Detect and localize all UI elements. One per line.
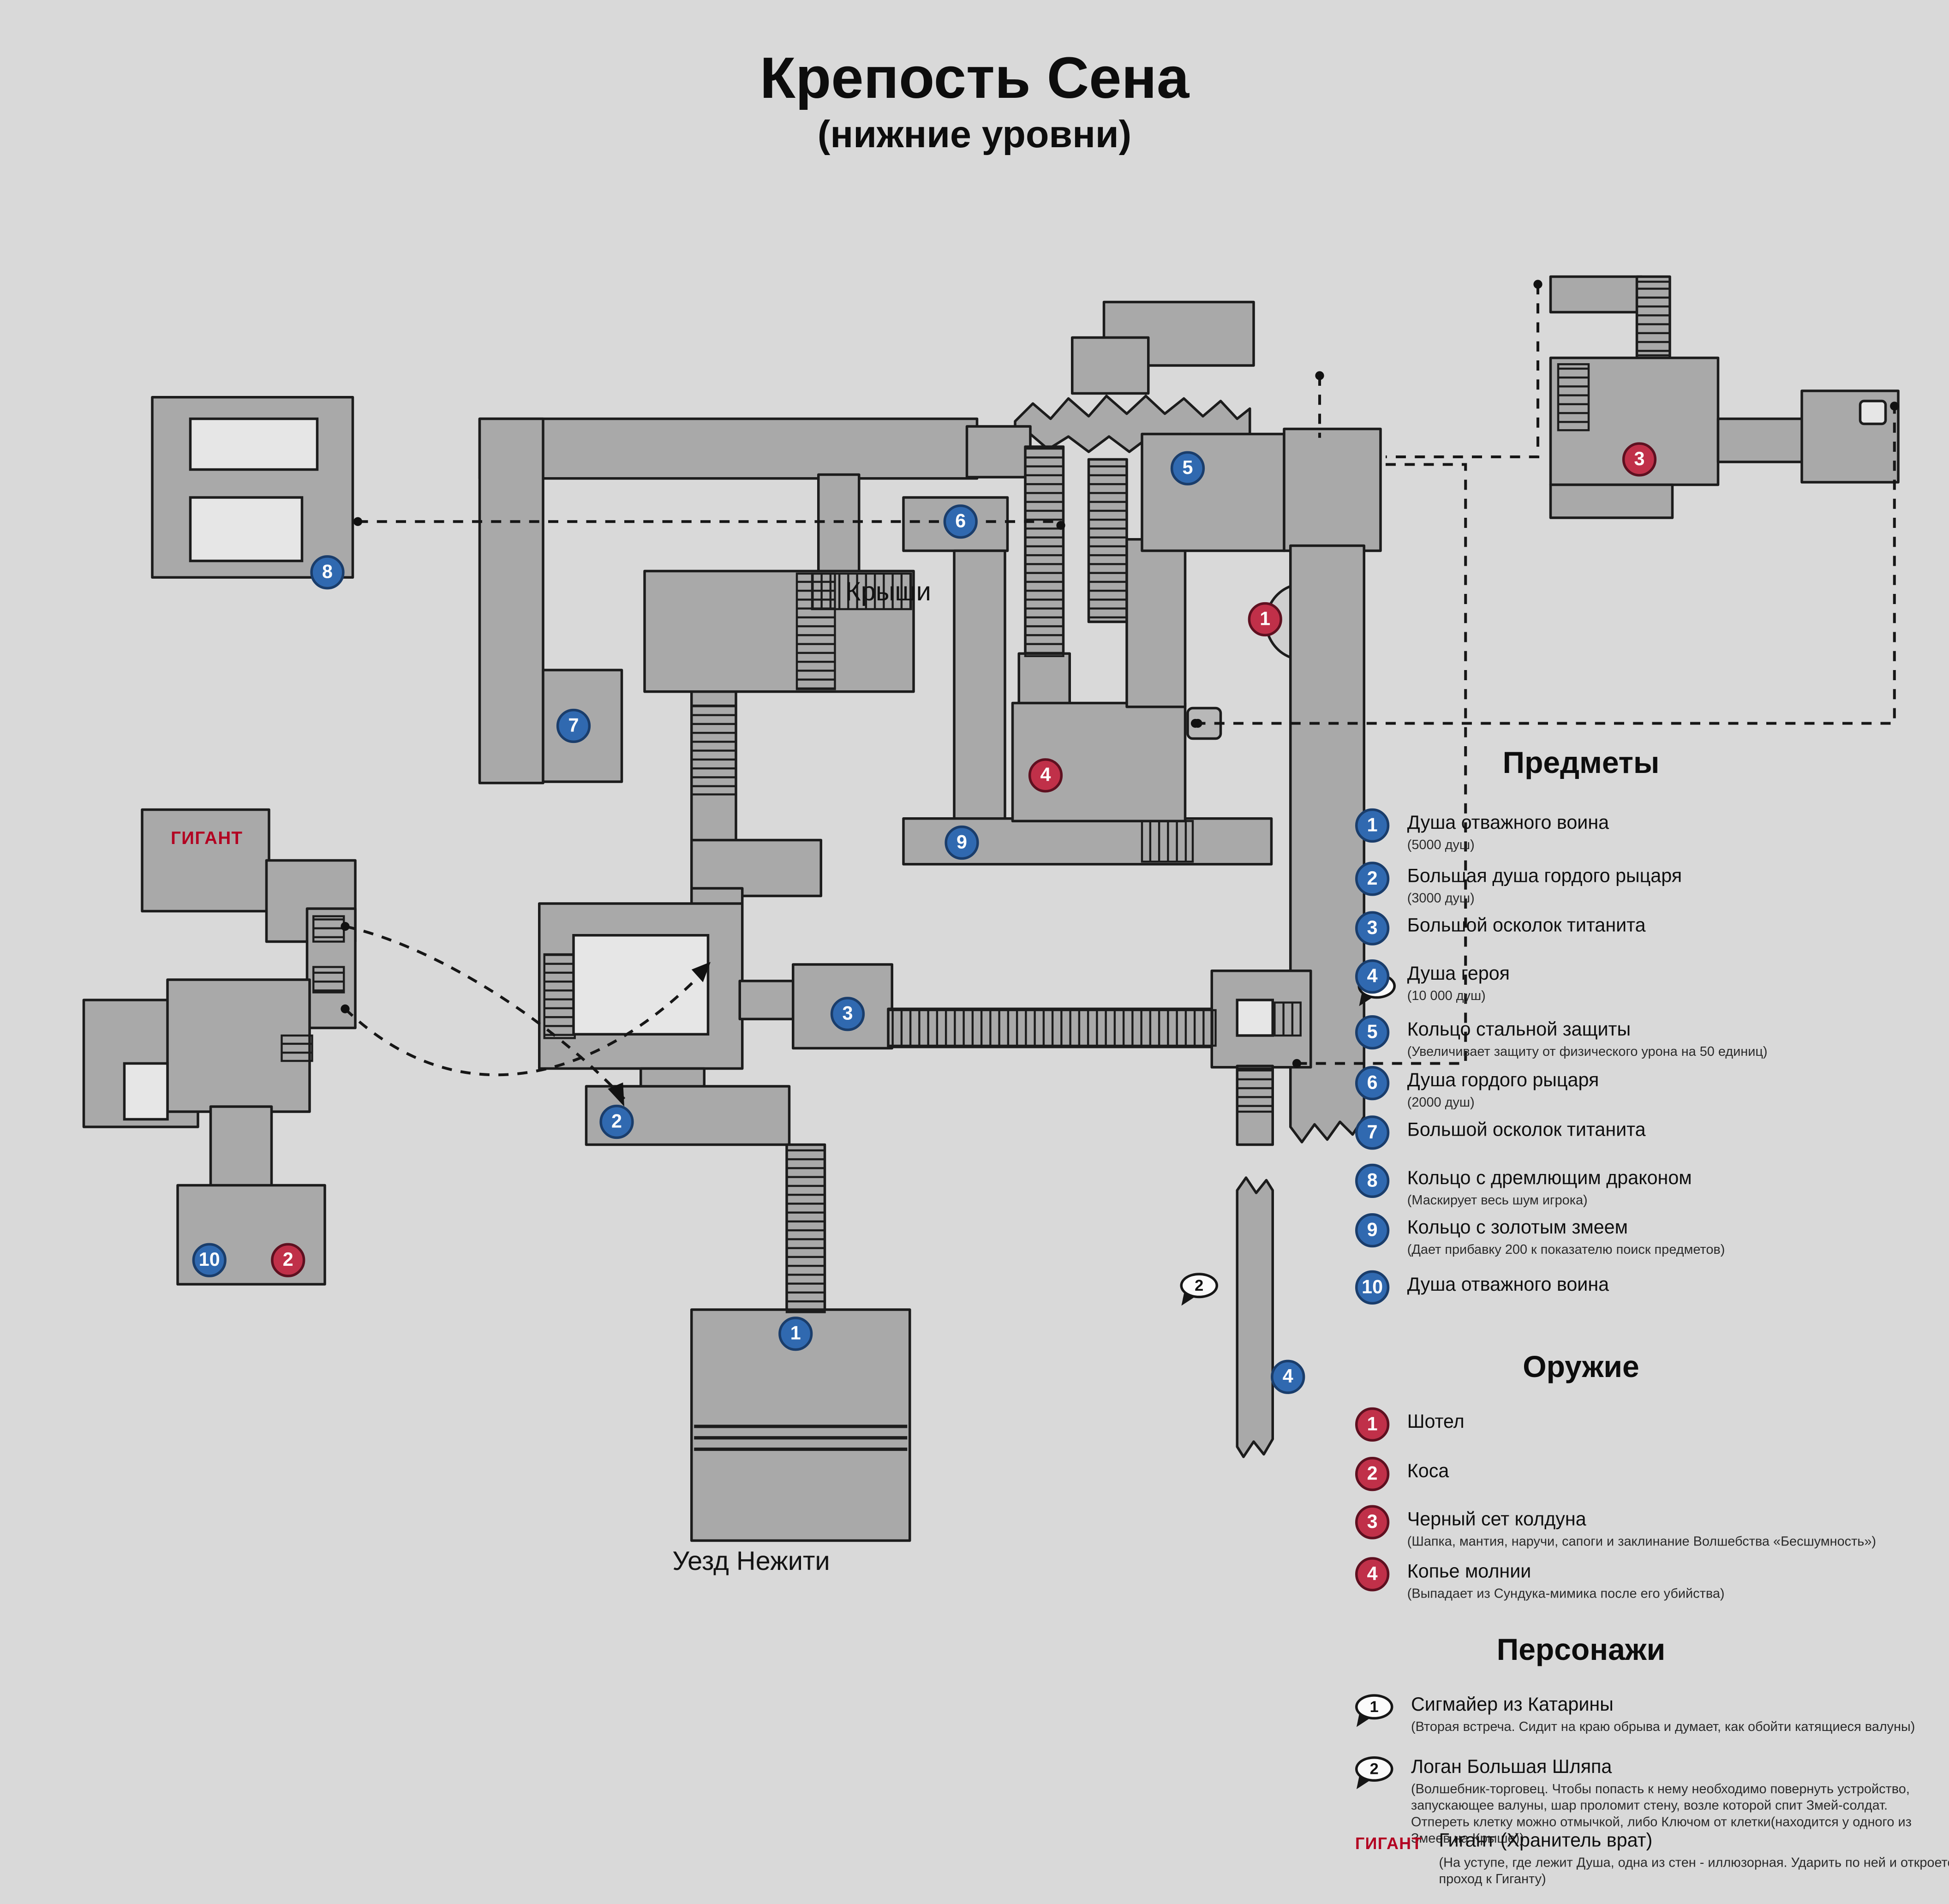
legend-item-row: 7 Большой осколок титанита: [1355, 1115, 1940, 1150]
legend-weapons-header: Оружие: [1523, 1350, 1639, 1385]
legend-item-row: 9 Кольцо с золотым змеем (Дает прибавку 20…: [1355, 1213, 1940, 1259]
map-weapon-marker-4: 4: [1028, 758, 1063, 793]
legend-entry-title: Гигант (Хранитель врат): [1439, 1830, 1653, 1852]
item-number-badge: 8: [1355, 1163, 1390, 1198]
legend-entry-note: (Волшебник-торговец. Чтобы попасть к нем…: [1411, 1781, 1912, 1847]
item-number-badge: 3: [1355, 911, 1390, 946]
weapon-number-badge: 1: [1355, 1407, 1390, 1442]
legend-entry-title: Сигмайер из Катарины: [1411, 1694, 1614, 1716]
item-number-badge: 6: [1355, 1066, 1390, 1101]
legend-entry-note: (Увеличивает защиту от физического урона…: [1407, 1044, 1768, 1060]
legend-entry-title: Коса: [1407, 1461, 1449, 1482]
map-weapon-marker-1: 1: [1248, 602, 1282, 637]
map-item-marker-4: 4: [1271, 1359, 1305, 1394]
map-item-marker-7: 7: [556, 708, 591, 743]
map-weapon-marker-3: 3: [1622, 442, 1657, 477]
item-number-badge: 7: [1355, 1115, 1390, 1150]
map-item-marker-9: 9: [945, 825, 979, 860]
legend-entry-title: Душа гордого рыцаря: [1407, 1070, 1599, 1091]
route-dashed-lines: [344, 284, 1896, 1100]
legend-entry-title: Большая душа гордого рыцаря: [1407, 865, 1682, 887]
character-bubble-icon: 2: [1355, 1756, 1393, 1782]
route-endpoint-dots: [341, 280, 1899, 1107]
legend-entry-note: (2000 душ): [1407, 1095, 1475, 1110]
map-weapon-marker-2: 2: [271, 1243, 305, 1277]
legend-character-row: ГИГАНТ Гигант (Хранитель врат) (На уступе,…: [1355, 1826, 1949, 1888]
legend-weapon-row: 2 Коса: [1355, 1457, 1940, 1491]
item-number-badge: 2: [1355, 862, 1390, 896]
map-character-marker-2: 2: [1180, 1273, 1218, 1299]
legend-entry-title: Душа отважного воина: [1407, 1274, 1609, 1296]
page-title: Крепость Сена: [759, 44, 1190, 111]
legend-characters-header: Персонажи: [1496, 1633, 1666, 1668]
legend-entry-title: Копье молнии: [1407, 1561, 1531, 1583]
map-item-marker-10: 10: [192, 1243, 227, 1277]
legend-entry-title: Большой осколок титанита: [1407, 915, 1646, 937]
boulder-track-lines: [694, 1425, 908, 1451]
legend-entry-title: Шотел: [1407, 1411, 1465, 1433]
item-number-badge: 9: [1355, 1213, 1390, 1248]
legend-entry-title: Кольцо с дремлющим драконом: [1407, 1168, 1692, 1189]
legend-entry-title: Душа отважного воина: [1407, 812, 1609, 834]
map-item-marker-2: 2: [599, 1104, 634, 1139]
weapon-number-badge: 3: [1355, 1505, 1390, 1539]
item-number-badge: 4: [1355, 959, 1390, 994]
legend-weapon-row: 3 Черный сет колдуна (Шапка, мантия, наруч…: [1355, 1505, 1940, 1551]
route-arrowhead: [691, 962, 711, 982]
map-courtyards: [123, 400, 1887, 1121]
legend-entry-note: (На уступе, где лежит Душа, одна из стен…: [1439, 1855, 1949, 1887]
item-number-badge: 1: [1355, 808, 1390, 843]
legend-entry-note: (10 000 душ): [1407, 988, 1486, 1004]
legend-character-row: 1 Сигмайер из Катарины (Вторая встреча. Си…: [1355, 1690, 1944, 1736]
legend-entry-note: (Маскирует весь шум игрока): [1407, 1192, 1588, 1208]
legend-entry-note: (3000 душ): [1407, 890, 1475, 906]
legend-item-row: 10 Душа отважного воина: [1355, 1270, 1940, 1305]
map-item-marker-3: 3: [830, 997, 865, 1031]
map-label-undead-parish: Уезд Нежити: [672, 1547, 830, 1576]
legend-entry-title: Черный сет колдуна: [1407, 1509, 1586, 1531]
map-item-marker-1: 1: [778, 1317, 813, 1351]
legend-entry-note: (Шапка, мантия, наручи, сапоги и заклина…: [1407, 1534, 1877, 1550]
legend-weapon-row: 4 Копье молнии (Выпадает из Сундука-мимика…: [1355, 1557, 1940, 1603]
giant-label: ГИГАНТ: [1355, 1833, 1423, 1853]
item-number-badge: 5: [1355, 1015, 1390, 1050]
map-label-roofs: Крыши: [845, 577, 931, 607]
legend-item-row: 4 Душа героя (10 000 душ): [1355, 959, 1940, 1005]
legend-weapon-row: 1 Шотел: [1355, 1407, 1940, 1442]
map-label-giant: ГИГАНТ: [171, 827, 243, 848]
legend-items-header: Предметы: [1502, 746, 1660, 781]
character-bubble-icon: 1: [1355, 1694, 1393, 1720]
legend-item-row: 3 Большой осколок титанита: [1355, 911, 1940, 946]
legend-entry-title: Душа героя: [1407, 963, 1510, 985]
weapon-number-badge: 2: [1355, 1457, 1390, 1491]
legend-entry-title: Кольцо с золотым змеем: [1407, 1217, 1628, 1239]
map-item-marker-6: 6: [943, 504, 978, 539]
legend-entry-title: Кольцо стальной защиты: [1407, 1019, 1631, 1041]
route-arrowhead: [608, 1082, 624, 1107]
map-item-marker-8: 8: [310, 555, 345, 590]
weapon-number-badge: 4: [1355, 1557, 1390, 1592]
legend-entry-note: (Выпадает из Сундука-мимика после его уб…: [1407, 1586, 1725, 1601]
stairs-hatches: [281, 281, 1671, 1313]
legend-entry-note: (Вторая встреча. Сидит на краю обрыва и …: [1411, 1719, 1915, 1735]
item-number-badge: 10: [1355, 1270, 1390, 1305]
page-subtitle: (нижние уровни): [817, 114, 1132, 156]
legend-character-row: 2 Логан Большая Шляпа (Волшебник-торговец.…: [1355, 1753, 1944, 1848]
legend-item-row: 1 Душа отважного воина (5000 душ): [1355, 808, 1940, 854]
legend-entry-note: (Дает прибавку 200 к показателю поиск пр…: [1407, 1242, 1725, 1257]
legend-entry-title: Большой осколок титанита: [1407, 1119, 1646, 1141]
legend-item-row: 2 Большая душа гордого рыцаря (3000 душ): [1355, 862, 1940, 907]
legend-item-row: 6 Душа гордого рыцаря (2000 душ): [1355, 1066, 1940, 1112]
legend-entry-note: (5000 душ): [1407, 837, 1475, 853]
map-item-marker-5: 5: [1170, 451, 1205, 485]
legend-item-row: 5 Кольцо стальной защиты (Увеличивает защи…: [1355, 1015, 1940, 1061]
legend-entry-title: Логан Большая Шляпа: [1411, 1756, 1612, 1778]
legend-item-row: 8 Кольцо с дремлющим драконом (Маскирует в…: [1355, 1163, 1940, 1209]
